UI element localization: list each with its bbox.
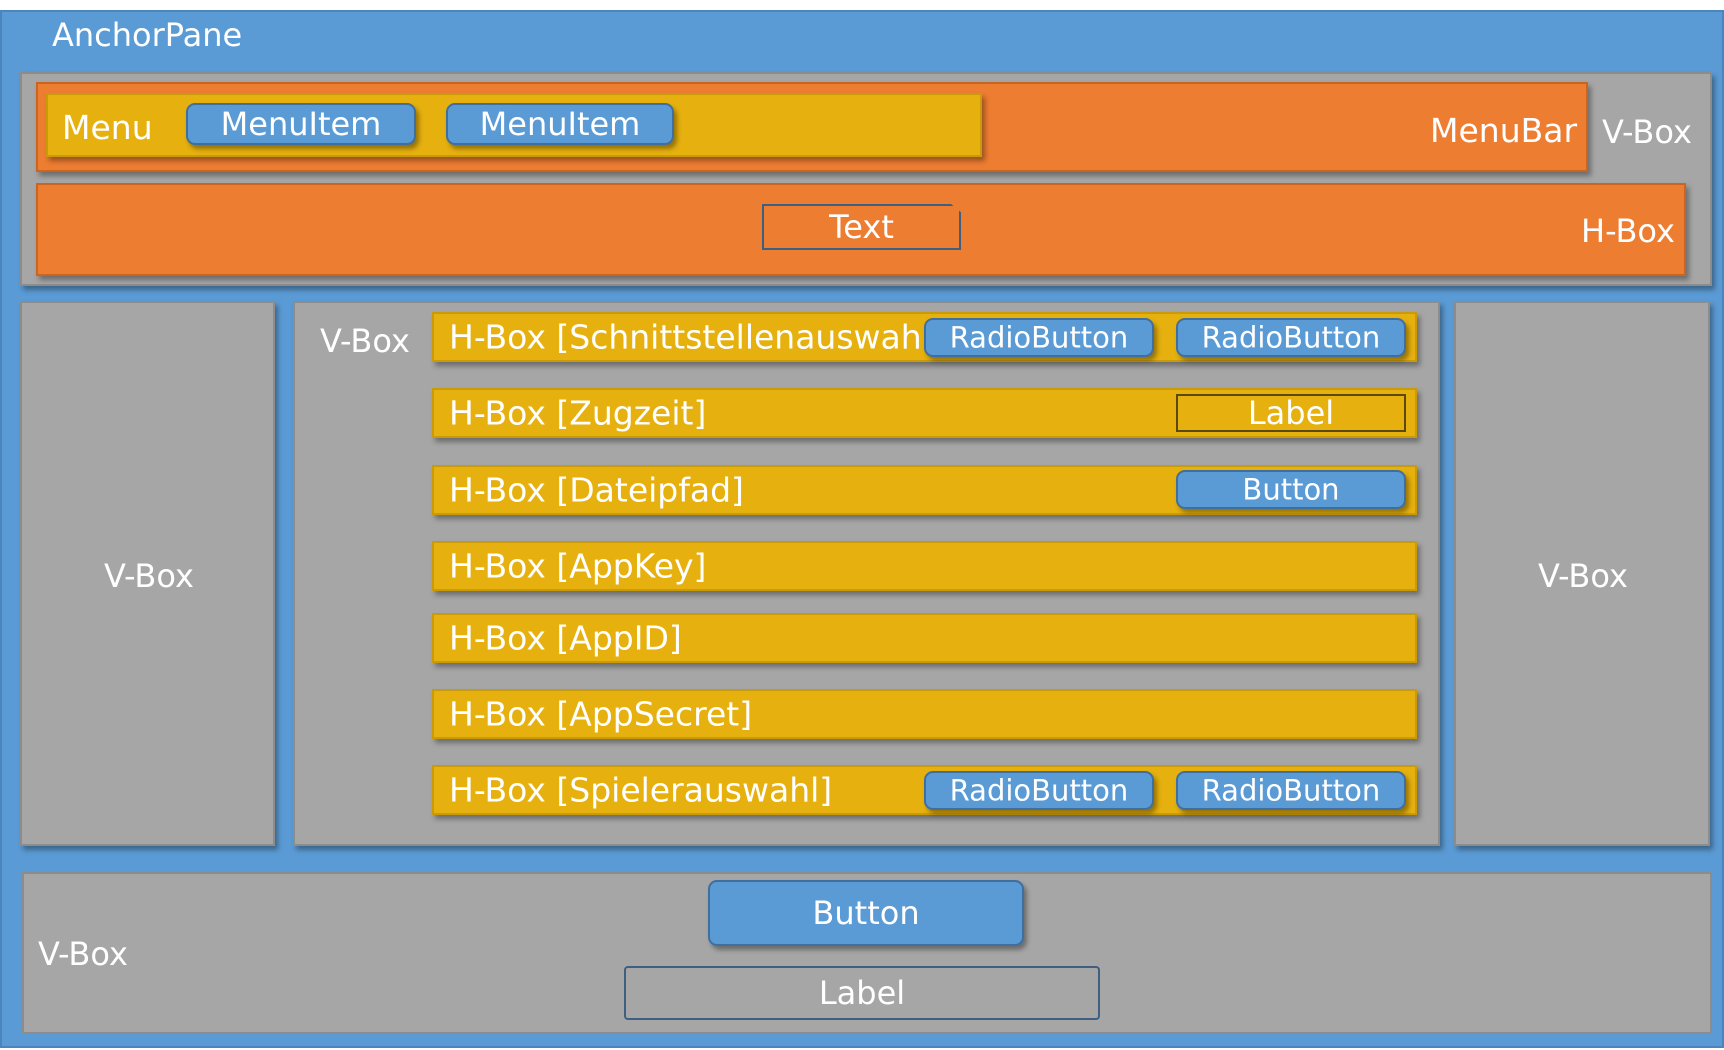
hbox-appid-label: H-Box [AppID] <box>449 618 682 658</box>
bottom-button[interactable]: Button <box>708 880 1024 946</box>
hbox-zugzeit-label: H-Box [Zugzeit] <box>449 393 707 433</box>
hbox-schnittstellenauswahl-label: H-Box [Schnittstellenauswahl] <box>449 317 944 357</box>
dateipfad-button[interactable]: Button <box>1176 470 1406 509</box>
bottom-vbox-label: V-Box <box>38 935 128 973</box>
hbox-appsecret-label: H-Box [AppSecret] <box>449 694 753 734</box>
left-vbox: V-Box <box>20 301 275 846</box>
menu-label: Menu <box>62 108 153 147</box>
hbox-appid: H-Box [AppID] <box>432 613 1417 663</box>
bottom-label-box: Label <box>624 966 1100 1020</box>
text-node: Text <box>762 204 961 250</box>
menu-item-2-label: MenuItem <box>479 105 641 143</box>
radio-button[interactable]: RadioButton <box>924 771 1154 810</box>
radio-button[interactable]: RadioButton <box>924 318 1154 357</box>
radio-button-label: RadioButton <box>949 320 1129 354</box>
hbox-appsecret: H-Box [AppSecret] <box>432 689 1417 739</box>
top-hbox-label: H-Box <box>1581 212 1675 250</box>
menu-item-1[interactable]: MenuItem <box>186 103 416 145</box>
hbox-dateipfad-label: H-Box [Dateipfad] <box>449 470 744 510</box>
anchor-pane-label: AnchorPane <box>52 16 243 54</box>
zugzeit-label-box: Label <box>1176 394 1406 432</box>
radio-button-label: RadioButton <box>1201 773 1381 807</box>
radio-button[interactable]: RadioButton <box>1176 771 1406 810</box>
radio-button[interactable]: RadioButton <box>1176 318 1406 357</box>
left-vbox-label: V-Box <box>104 557 194 595</box>
bottom-label-text: Label <box>818 974 906 1012</box>
menubar-label: MenuBar <box>1430 111 1578 150</box>
bottom-button-label: Button <box>812 894 920 932</box>
menu-item-1-label: MenuItem <box>220 105 382 143</box>
radio-button-label: RadioButton <box>949 773 1129 807</box>
zugzeit-label-text: Label <box>1247 394 1335 432</box>
hbox-zugzeit: H-Box [Zugzeit] <box>432 388 1417 438</box>
hbox-spielerauswahl-label: H-Box [Spielerauswahl] <box>449 770 833 810</box>
hbox-appkey: H-Box [AppKey] <box>432 541 1417 591</box>
right-vbox: V-Box <box>1454 301 1710 846</box>
top-hbox: H-Box <box>36 183 1686 276</box>
menu-item-2[interactable]: MenuItem <box>446 103 674 145</box>
hbox-appkey-label: H-Box [AppKey] <box>449 546 707 586</box>
right-vbox-label: V-Box <box>1538 557 1628 595</box>
top-vbox-label: V-Box <box>1602 113 1692 151</box>
text-node-label: Text <box>829 208 894 246</box>
dateipfad-button-label: Button <box>1242 472 1340 506</box>
radio-button-label: RadioButton <box>1201 320 1381 354</box>
center-vbox-label: V-Box <box>320 322 410 360</box>
